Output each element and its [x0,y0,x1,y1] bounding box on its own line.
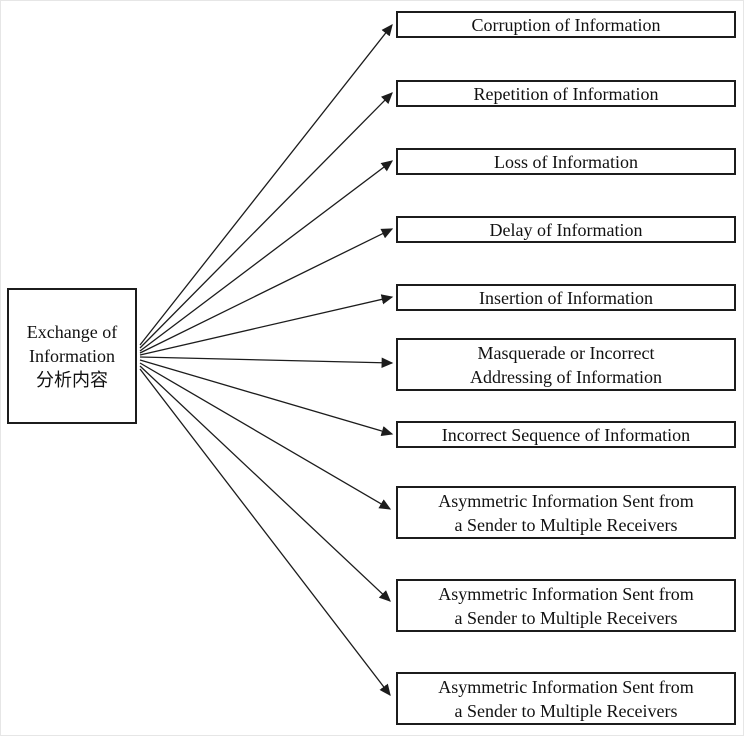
target-node-asymmetric-3: Asymmetric Information Sent from a Sende… [396,672,736,725]
target-node-label: Insertion of Information [479,287,653,308]
target-node-masquerade: Masquerade or Incorrect Addressing of In… [396,338,736,391]
target-node-label: Delay of Information [489,219,643,240]
target-node-asymmetric-1: Asymmetric Information Sent from a Sende… [396,486,736,539]
arrow-asymmetric-3 [139,368,391,697]
arrow-repetition [139,92,393,349]
target-node-label: Asymmetric Information Sent from a Sende… [438,583,694,628]
source-node-label: Exchange of Information 分析内容 [26,322,118,390]
target-node-label: Masquerade or Incorrect Addressing of In… [470,342,662,387]
target-node-asymmetric-2: Asymmetric Information Sent from a Sende… [396,579,736,632]
arrow-loss [139,160,394,352]
arrow-corruption [139,23,393,346]
arrow-delay [139,228,394,354]
target-node-corruption: Corruption of Information [396,11,736,38]
target-node-label: Incorrect Sequence of Information [441,424,691,445]
target-node-delay: Delay of Information [396,216,736,243]
target-node-label: Repetition of Information [473,83,659,104]
arrow-insertion [139,294,394,356]
target-node-label: Loss of Information [494,151,638,172]
target-node-incorrect-sequence: Incorrect Sequence of Information [396,421,736,448]
arrow-incorrect-sequence [139,359,394,437]
target-node-label: Corruption of Information [471,14,661,35]
target-node-label: Asymmetric Information Sent from a Sende… [438,490,694,535]
target-node-insertion: Insertion of Information [396,284,736,311]
target-node-repetition: Repetition of Information [396,80,736,107]
arrow-masquerade [139,356,394,368]
arrow-asymmetric-1 [139,362,392,510]
arrow-asymmetric-2 [139,365,391,602]
target-node-loss: Loss of Information [396,148,736,175]
target-node-label: Asymmetric Information Sent from a Sende… [438,676,694,721]
source-node: Exchange of Information 分析内容 [7,288,137,424]
